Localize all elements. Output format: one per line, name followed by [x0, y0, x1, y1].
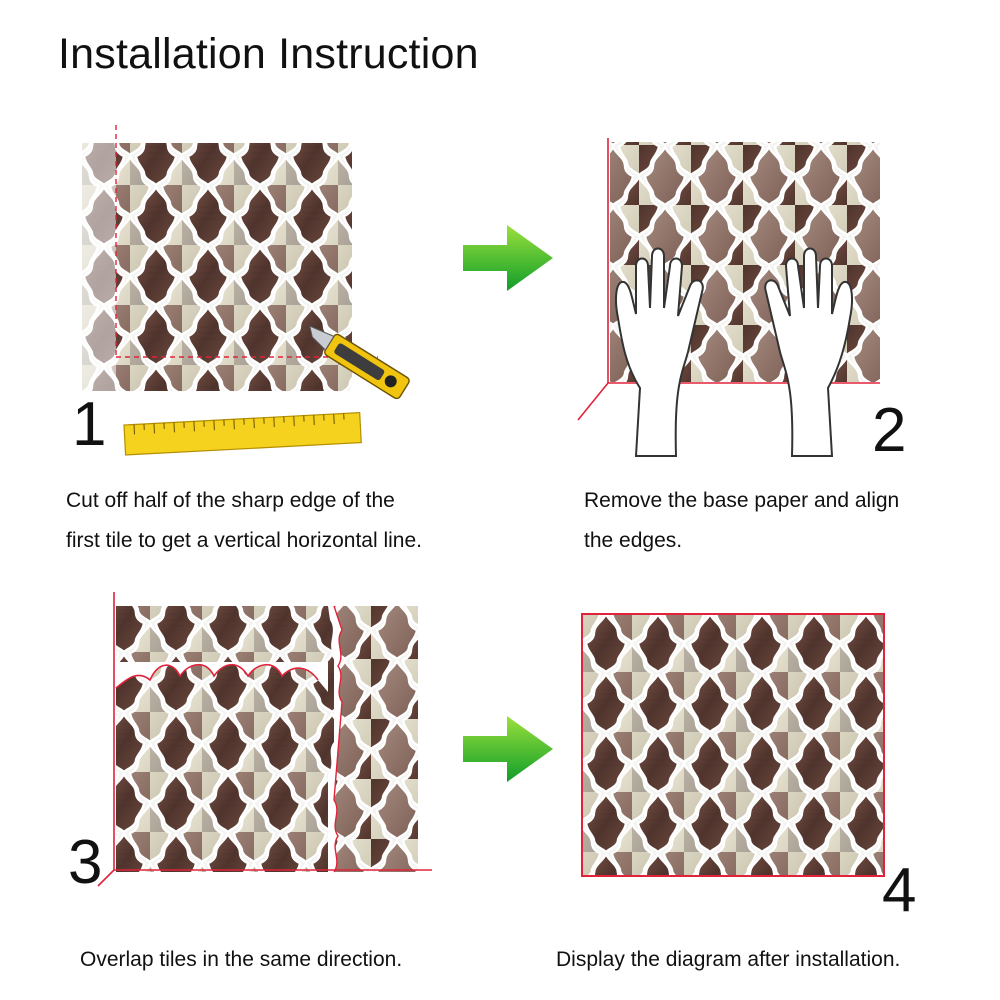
page-title: Installation Instruction [58, 30, 479, 78]
arrow-right-icon [463, 225, 555, 296]
hand-icon [615, 247, 704, 457]
step-2-caption-line-1: Remove the base paper and align [584, 489, 900, 512]
step-2-illustration [574, 138, 894, 468]
step-4-number: 4 [882, 856, 917, 925]
tile-sheet [582, 614, 884, 876]
step-2-number: 2 [872, 396, 907, 465]
step-4-caption: Display the diagram after installation. [556, 940, 986, 980]
corner-guide-line [577, 382, 609, 421]
step-1-caption-line-1: Cut off half of the sharp edge of the [66, 489, 395, 512]
step-1-caption: Cut off half of the sharp edge of the fi… [66, 481, 486, 561]
step-3-caption-line-1: Overlap tiles in the same direction. [80, 948, 403, 971]
step-1-illustration [78, 125, 438, 465]
tile-sheet [82, 143, 352, 391]
outline-guide [581, 613, 885, 877]
overlap-guide-line [115, 663, 319, 689]
utility-knife-icon [309, 325, 410, 400]
step-1-number: 1 [72, 390, 107, 459]
step-3-number: 3 [68, 828, 103, 897]
arrow-right-icon [463, 716, 555, 787]
corner-guide-line [97, 869, 115, 887]
step-2-caption: Remove the base paper and align the edge… [584, 481, 1000, 561]
overlap-guide-line [333, 605, 343, 873]
step-4-illustration [580, 612, 890, 882]
step-3-illustration [97, 592, 438, 892]
tile-sheet [334, 606, 418, 872]
tile-sheet [116, 606, 334, 872]
ruler-icon [123, 412, 362, 456]
step-4-caption-line-1: Display the diagram after installation. [556, 948, 901, 971]
step-1-caption-line-2: first tile to get a vertical horizontal … [66, 529, 422, 552]
hand-icon [764, 247, 853, 457]
step-2-caption-line-2: the edges. [584, 529, 683, 552]
step-3-caption: Overlap tiles in the same direction. [80, 940, 500, 980]
